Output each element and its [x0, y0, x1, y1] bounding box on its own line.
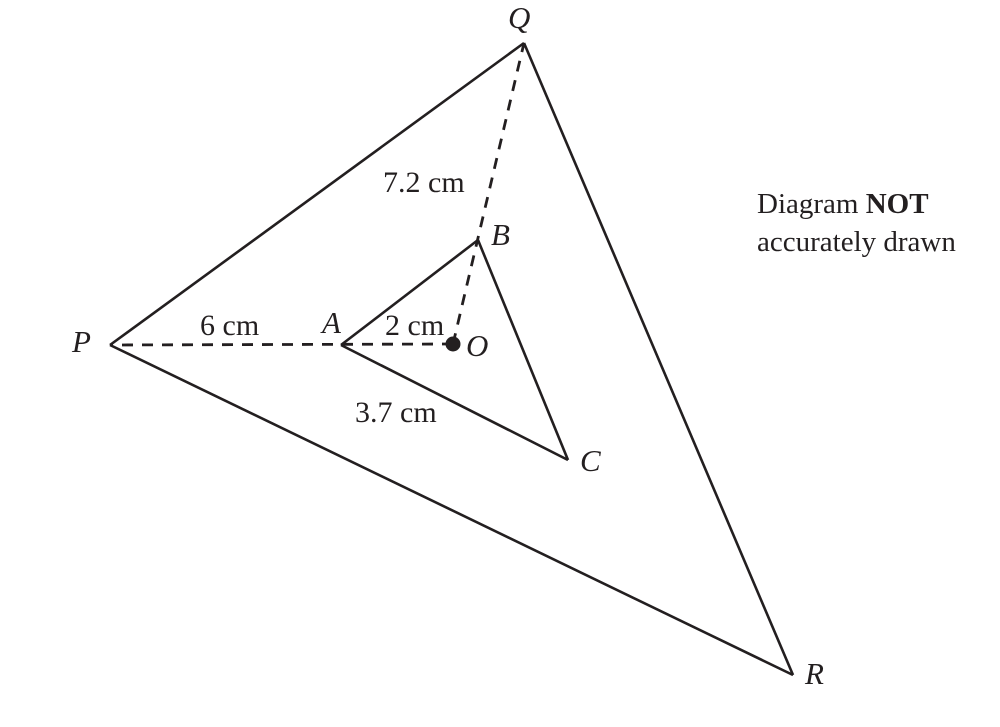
vertex-label-b: B [491, 217, 510, 252]
edge-ab [340, 238, 479, 347]
edge-pq [109, 41, 525, 347]
note-line-1: Diagram NOT [757, 185, 956, 223]
not-accurately-drawn-note: Diagram NOT accurately drawn [757, 185, 956, 262]
note-line-2: accurately drawn [757, 226, 956, 259]
dashed-ray-o-a-p [109, 342, 454, 347]
vertex-label-r: R [805, 656, 824, 691]
vertex-label-o: O [466, 328, 489, 363]
measurement-label-ac: 3.7 cm [355, 396, 437, 429]
inner-triangle-abc [340, 238, 570, 462]
vertex-label-a: A [322, 305, 341, 340]
edge-bc [476, 239, 570, 461]
measurement-label-pa: 6 cm [200, 309, 260, 342]
enlargement-rays [109, 42, 526, 347]
vertex-label-p: P [72, 324, 91, 359]
centre-of-enlargement-dot [445, 336, 461, 352]
note-line-1-emphasis: NOT [865, 188, 929, 220]
edge-rp [109, 343, 794, 677]
edge-ca [340, 343, 569, 462]
measurement-label-ao: 2 cm [385, 309, 445, 342]
note-line-1-prefix: Diagram [757, 188, 866, 220]
vertex-label-c: C [580, 443, 601, 478]
outer-triangle-pqr [109, 41, 795, 677]
edge-qr [522, 42, 795, 676]
measurement-label-qb: 7.2 cm [383, 166, 465, 199]
vertex-label-q: Q [508, 0, 531, 35]
